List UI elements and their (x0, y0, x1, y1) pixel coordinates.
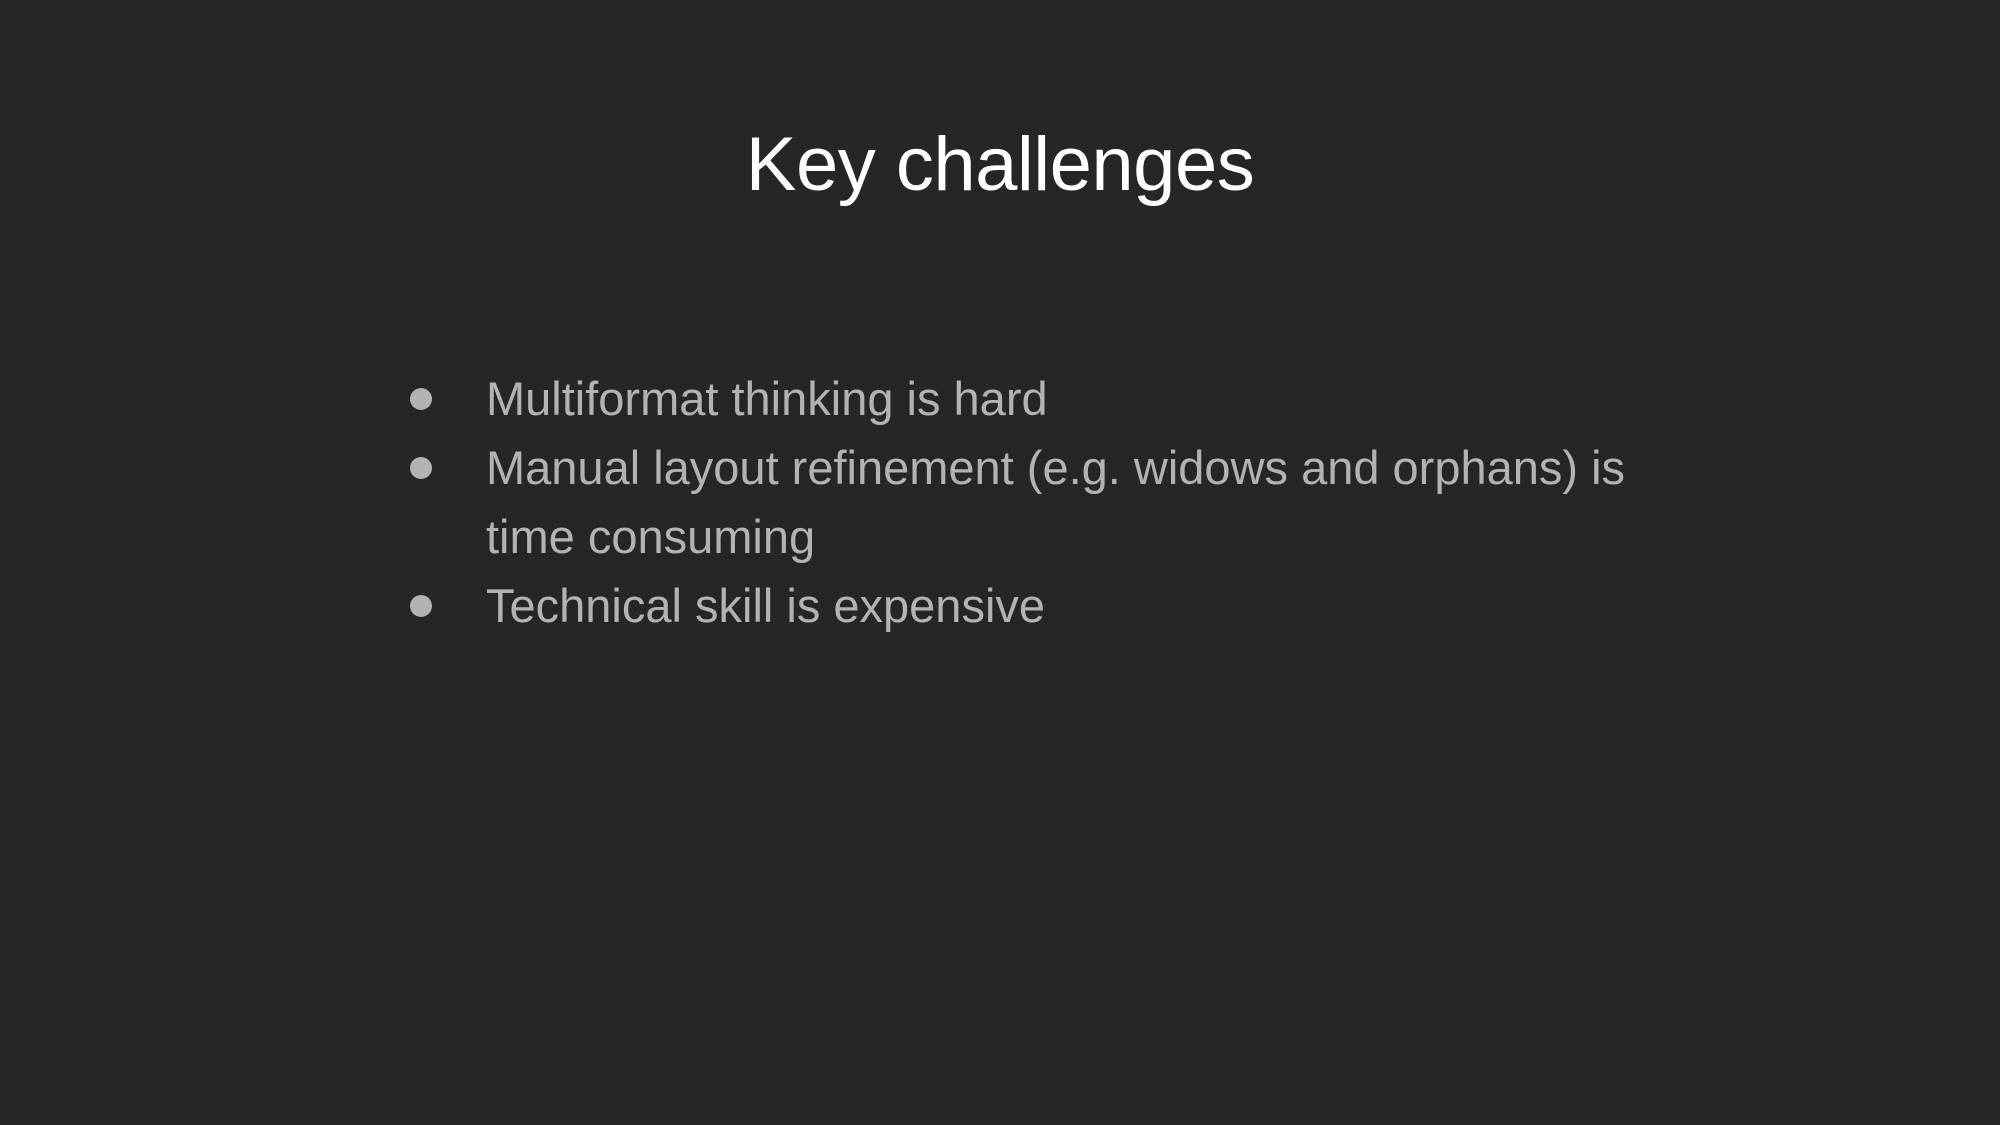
bullet-text: Multiformat thinking is hard (486, 372, 1048, 425)
list-item: Technical skill is expensive (400, 571, 1700, 640)
bullet-text: Manual layout refinement (e.g. widows an… (486, 441, 1626, 563)
slide-title: Key challenges (745, 122, 1255, 207)
list-item: Multiformat thinking is hard (400, 364, 1700, 433)
bullet-icon (400, 364, 486, 433)
bullet-icon (400, 571, 486, 640)
list-item: Manual layout refinement (e.g. widows an… (400, 433, 1700, 571)
bullet-list: Multiformat thinking is hard Manual layo… (400, 364, 1700, 640)
bullet-icon (400, 433, 486, 502)
bullet-text: Technical skill is expensive (486, 579, 1046, 632)
